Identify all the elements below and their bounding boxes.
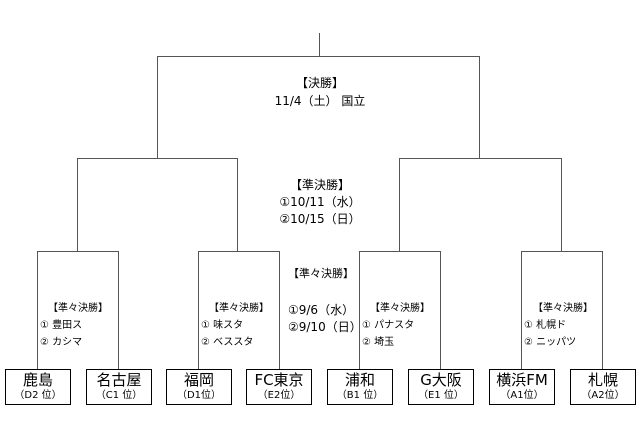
team-rank: （D2 位） [14, 390, 62, 401]
quarterfinal-4-leg1: ① 札幌ド [524, 320, 567, 331]
semifinal-bracket-right [399, 158, 562, 251]
quarterfinal-bracket-4 [521, 251, 603, 369]
team-rank: （D1位） [176, 390, 222, 401]
semifinal-date-2: ②10/15（日） [279, 212, 361, 226]
team-rank: （A2位） [581, 390, 625, 401]
quarterfinal-center-title: 【準々決勝】 [288, 267, 354, 280]
quarterfinal-1-leg1: ① 豊田ス [40, 320, 83, 331]
team-name: 横浜FM [496, 371, 548, 389]
quarterfinal-1-leg2: ② カシマ [40, 337, 83, 348]
quarterfinal-3-leg2: ② 埼玉 [362, 337, 395, 348]
team-rank: （B1 位） [336, 390, 384, 401]
quarterfinal-2-title: 【準々決勝】 [209, 303, 269, 314]
final-title: 【決勝】 [295, 76, 344, 90]
quarterfinal-center-date-2: ②9/10（日） [288, 320, 362, 334]
semifinal-bracket-left [77, 158, 238, 251]
final-bracket [157, 56, 480, 158]
team-name: FC東京 [254, 371, 304, 389]
semifinal-date-1: ①10/11（水） [279, 195, 361, 209]
quarterfinal-2-leg2: ② ベススタ [201, 337, 254, 348]
team-box-nagoya: 名古屋 （C1 位） [86, 369, 152, 405]
team-name: G大阪 [420, 371, 462, 389]
quarterfinal-center-date-1: ①9/6（水） [288, 303, 355, 317]
team-box-fukuoka: 福岡 （D1位） [166, 369, 232, 405]
team-rank: （E1 位） [418, 390, 464, 401]
quarterfinal-bracket-3 [359, 251, 441, 369]
team-box-yokohama-fm: 横浜FM （A1位） [489, 369, 555, 405]
team-box-g-osaka: G大阪 （E1 位） [408, 369, 474, 405]
team-box-fc-tokyo: FC東京 （E2位） [246, 369, 312, 405]
quarterfinal-1-title: 【準々決勝】 [48, 303, 108, 314]
team-rank: （E2位） [257, 390, 301, 401]
quarterfinal-bracket-2 [198, 251, 280, 369]
team-name: 名古屋 [96, 371, 142, 389]
team-name: 札幌 [587, 371, 618, 389]
quarterfinal-3-title: 【準々決勝】 [370, 303, 430, 314]
team-rank: （A1位） [500, 390, 544, 401]
team-name: 鹿島 [22, 371, 53, 389]
semifinal-title: 【準決勝】 [289, 178, 350, 192]
team-box-urawa: 浦和 （B1 位） [327, 369, 393, 405]
quarterfinal-3-leg1: ① パナスタ [362, 320, 415, 331]
team-rank: （C1 位） [95, 390, 143, 401]
final-date: 11/4（土） 国立 [274, 94, 366, 108]
quarterfinal-4-title: 【準々決勝】 [533, 303, 593, 314]
quarterfinal-bracket-1 [37, 251, 119, 369]
team-name: 浦和 [344, 371, 375, 389]
team-name: 福岡 [183, 371, 214, 389]
quarterfinal-4-leg2: ② ニッパツ [524, 337, 577, 348]
team-box-sapporo: 札幌 （A2位） [570, 369, 636, 405]
team-box-kashima: 鹿島 （D2 位） [5, 369, 71, 405]
quarterfinal-2-leg1: ① 味スタ [201, 320, 244, 331]
